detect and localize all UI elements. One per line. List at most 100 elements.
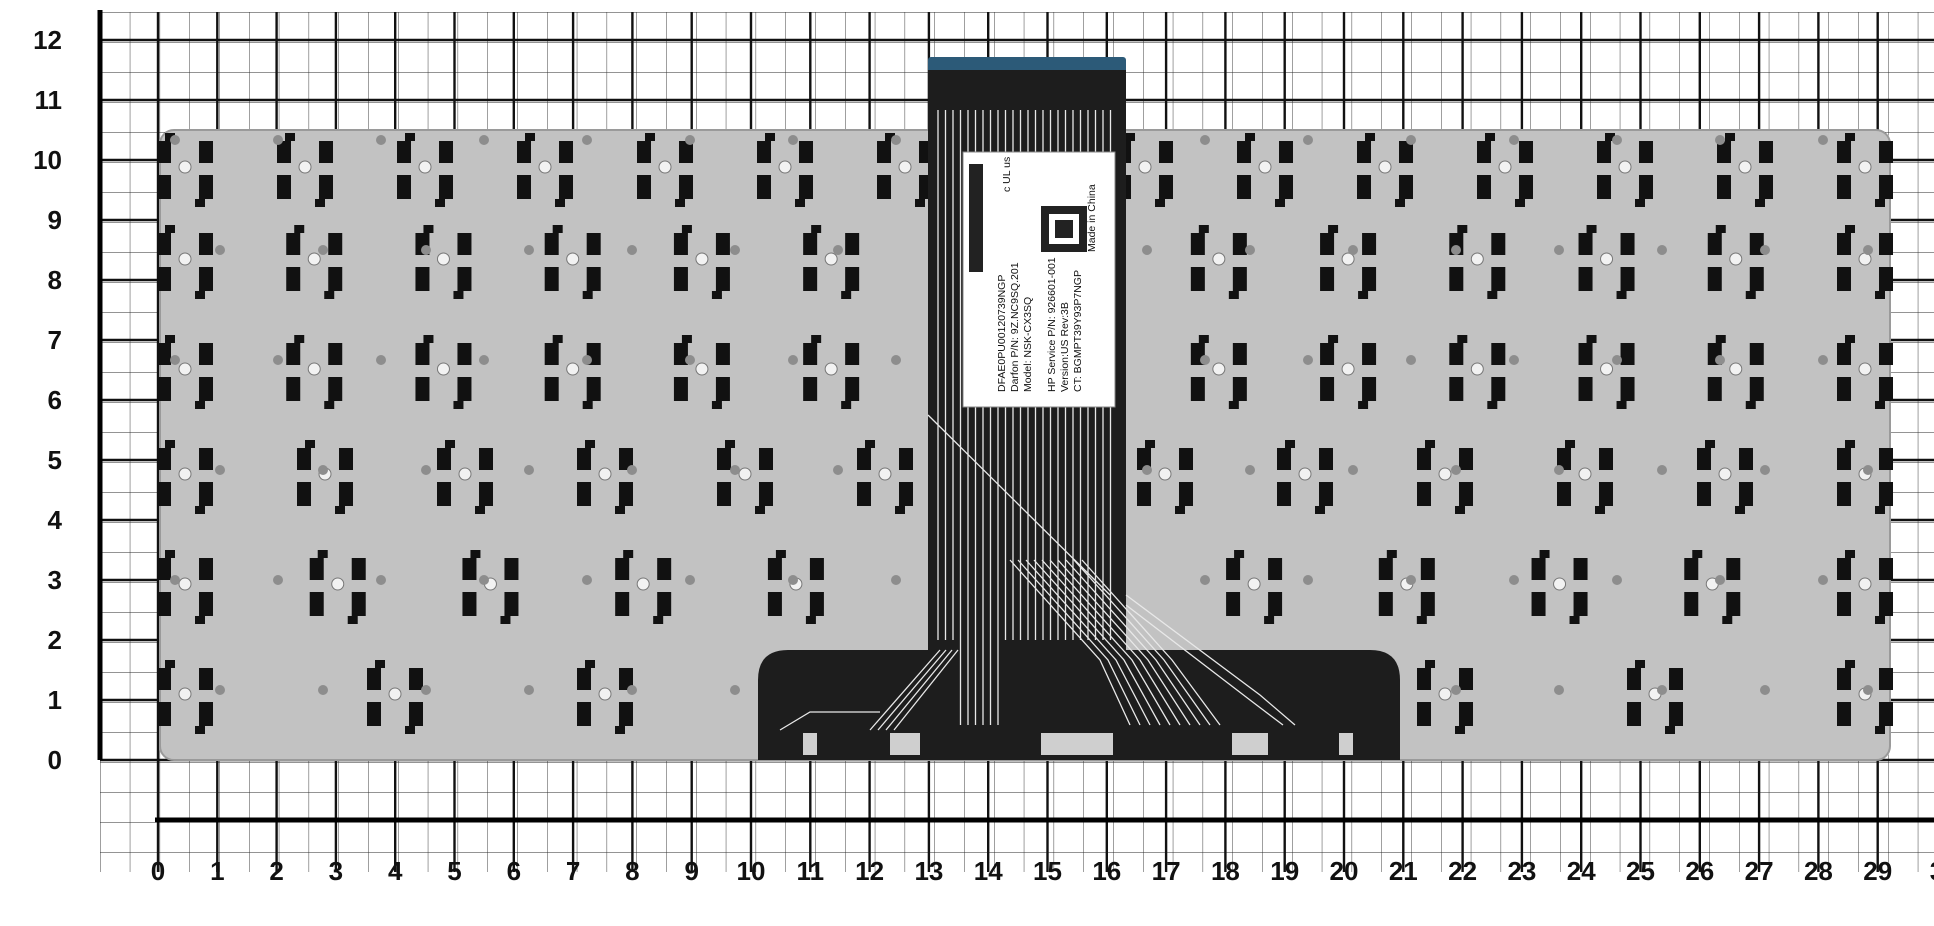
key-hole [577, 660, 633, 734]
key-hole [157, 550, 213, 624]
key-hole [415, 335, 472, 409]
x-tick-label: 18 [1211, 856, 1240, 886]
x-tick-label: 16 [1092, 856, 1121, 886]
rivet [582, 575, 592, 585]
rivet [421, 685, 431, 695]
rivet [524, 685, 534, 695]
key-hole [803, 225, 860, 299]
rivet [1612, 575, 1622, 585]
rivet [1303, 575, 1313, 585]
cable-trace [1017, 559, 1141, 726]
cable-trace [1033, 559, 1161, 726]
x-tick-label: 1 [210, 856, 224, 886]
rivet [1612, 355, 1622, 365]
rivets [170, 135, 1873, 695]
rivet [318, 465, 328, 475]
key-hole [297, 440, 353, 514]
label-line-2: Darfon P/N: 9Z.NC9SQ.201 [1009, 262, 1021, 392]
rivet [479, 135, 489, 145]
x-tick-label: 3 [1930, 856, 1934, 886]
cable-trace [1057, 559, 1191, 726]
key-hole [157, 133, 213, 207]
key-hole [286, 335, 343, 409]
label-barcode [969, 164, 983, 272]
rivet [891, 355, 901, 365]
rivet [479, 575, 489, 585]
cable-trace [1125, 594, 1296, 726]
rivet [1554, 465, 1564, 475]
rivet [1715, 575, 1725, 585]
cable-trace [1049, 559, 1181, 726]
label-line-3: Model: NSK-CX3SQ [1022, 297, 1034, 392]
cable-trace [927, 414, 1111, 596]
key-hole [157, 660, 213, 734]
key-hole [1531, 550, 1588, 624]
cable-trace [1125, 604, 1284, 726]
label-line-5: Version:US Rev:3B [1059, 302, 1071, 392]
rivet [1200, 135, 1210, 145]
rivet [1863, 465, 1873, 475]
cable-trace [885, 649, 953, 731]
rivet [1200, 355, 1210, 365]
rivet [273, 355, 283, 365]
key-hole [1837, 550, 1893, 624]
rivet [318, 245, 328, 255]
rivet [524, 245, 534, 255]
rivet [524, 465, 534, 475]
rivet [1863, 245, 1873, 255]
key-hole [1697, 440, 1753, 514]
x-tick-label: 9 [684, 856, 698, 886]
x-tick-label: 23 [1507, 856, 1536, 886]
y-tick-label: 2 [48, 625, 62, 655]
cable-trace [877, 649, 947, 731]
rivet [1818, 575, 1828, 585]
rivet [1760, 685, 1770, 695]
x-tick-label: 15 [1033, 856, 1062, 886]
key-hole [397, 133, 453, 207]
key-hole [1137, 440, 1193, 514]
y-tick-label: 1 [48, 685, 62, 715]
x-tick-label: 17 [1152, 856, 1181, 886]
rivet [1818, 355, 1828, 365]
x-tick-label: 2 [269, 856, 283, 886]
rivet [1406, 355, 1416, 365]
y-tick-label: 6 [48, 385, 62, 415]
x-tick-label: 0 [151, 856, 165, 886]
cable-trace [1065, 559, 1201, 726]
rivet [421, 465, 431, 475]
rivet [273, 575, 283, 585]
key-hole [1320, 335, 1377, 409]
rivet [1554, 685, 1564, 695]
y-tick-label: 5 [48, 445, 62, 475]
rivet [1818, 135, 1828, 145]
rivet [215, 465, 225, 475]
x-tick-label: 11 [797, 856, 825, 886]
y-tick-label: 3 [48, 565, 62, 595]
rivet [1715, 135, 1725, 145]
connector-pad [1041, 733, 1113, 755]
y-tick-label: 8 [48, 265, 62, 295]
connector-pad [803, 733, 817, 755]
key-hole [157, 225, 213, 299]
rivet [788, 355, 798, 365]
label-line-4: HP Service P/N: 926601-001 [1046, 257, 1058, 392]
rivet [730, 685, 740, 695]
x-tick-label: 26 [1685, 856, 1714, 886]
key-hole [1707, 335, 1764, 409]
rivet [891, 135, 901, 145]
key-hole [309, 550, 366, 624]
rivet [170, 135, 180, 145]
key-hole [286, 225, 343, 299]
rivet [1406, 575, 1416, 585]
x-tick-label: 13 [914, 856, 943, 886]
rivet [1554, 245, 1564, 255]
rivet [1509, 575, 1519, 585]
rivet [1142, 245, 1152, 255]
rivet [1657, 245, 1667, 255]
key-hole [1190, 225, 1247, 299]
label-cert: c UL us [1001, 157, 1013, 192]
key-hole [517, 133, 573, 207]
x-tick-label: 5 [447, 856, 461, 886]
label-line-1: DFAE0PU00120739NGP [996, 275, 1008, 392]
key-hole [367, 660, 423, 734]
